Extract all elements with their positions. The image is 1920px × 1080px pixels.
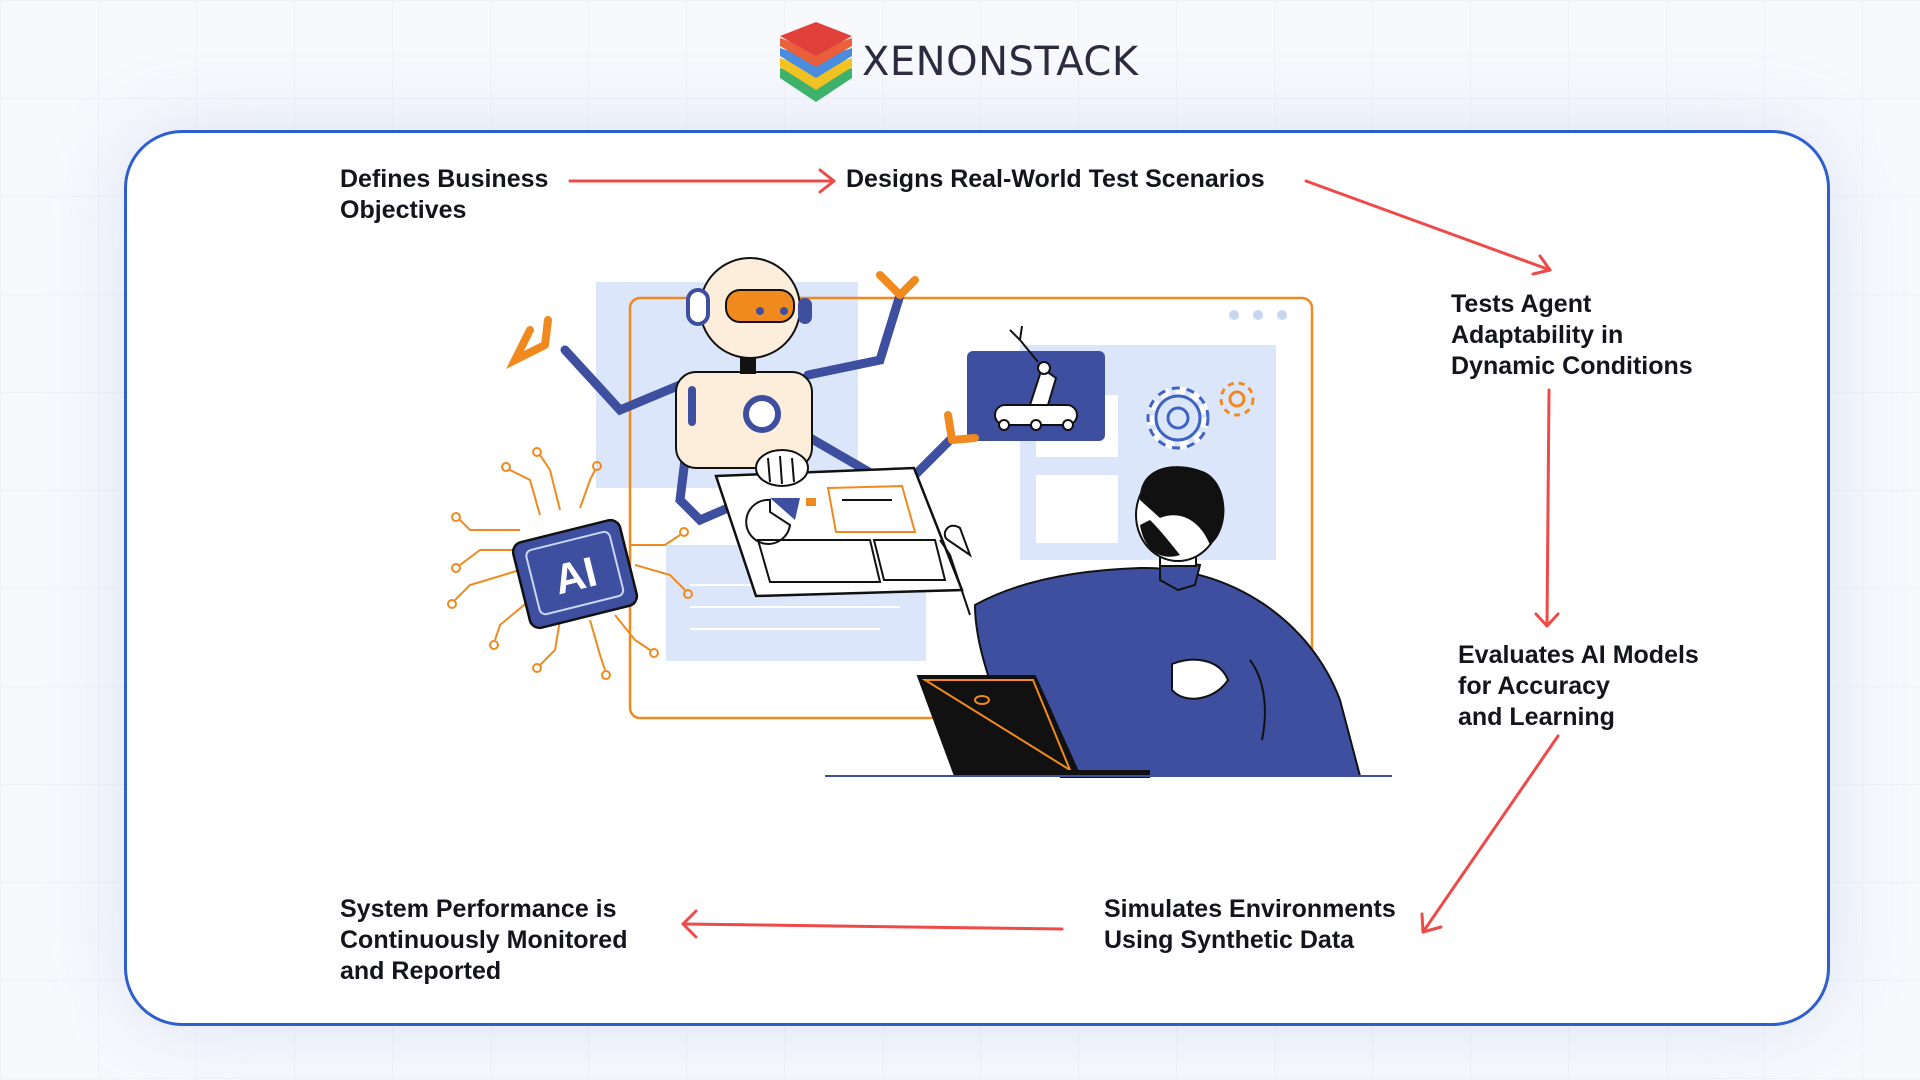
robotic-arm-icon [994, 325, 1078, 431]
robot-hand-icon [755, 449, 809, 487]
arrow-3-to-4 [1534, 388, 1560, 628]
arrow-2-to-3 [1304, 179, 1552, 276]
step-test-agent-adaptability: Tests Agent Adaptability in Dynamic Cond… [1451, 290, 1693, 380]
window-dots [1229, 310, 1287, 320]
ai-chip-icon [511, 518, 639, 630]
brand-name: XENONSTACK [862, 39, 1139, 85]
arrow-1-to-2 [568, 168, 836, 194]
step-simulate-environments: Simulates Environments Using Synthetic D… [1104, 895, 1396, 954]
flow-arrows [568, 168, 1560, 939]
circuit-traces [447, 447, 693, 680]
brand-logo: XENONSTACK [778, 20, 1139, 104]
robot-icon [506, 257, 979, 526]
step-design-test-scenarios: Designs Real-World Test Scenarios [846, 165, 1265, 193]
step-evaluate-ai-models: Evaluates AI Models for Accuracy and Lea… [1458, 641, 1699, 731]
panel-tile-a [1036, 475, 1118, 543]
person-icon [939, 466, 1362, 777]
dashboard-tablet [714, 466, 964, 598]
step-define-business-objectives: Defines Business Objectives [340, 165, 549, 224]
gears-icon [1146, 381, 1255, 450]
stack-logo-icon [780, 22, 852, 102]
arrow-5-to-6 [681, 909, 1064, 939]
diagram-frame [124, 130, 1830, 1026]
arrow-4-to-5 [1420, 734, 1560, 934]
step-monitor-performance: System Performance is Continuously Monit… [340, 895, 628, 985]
